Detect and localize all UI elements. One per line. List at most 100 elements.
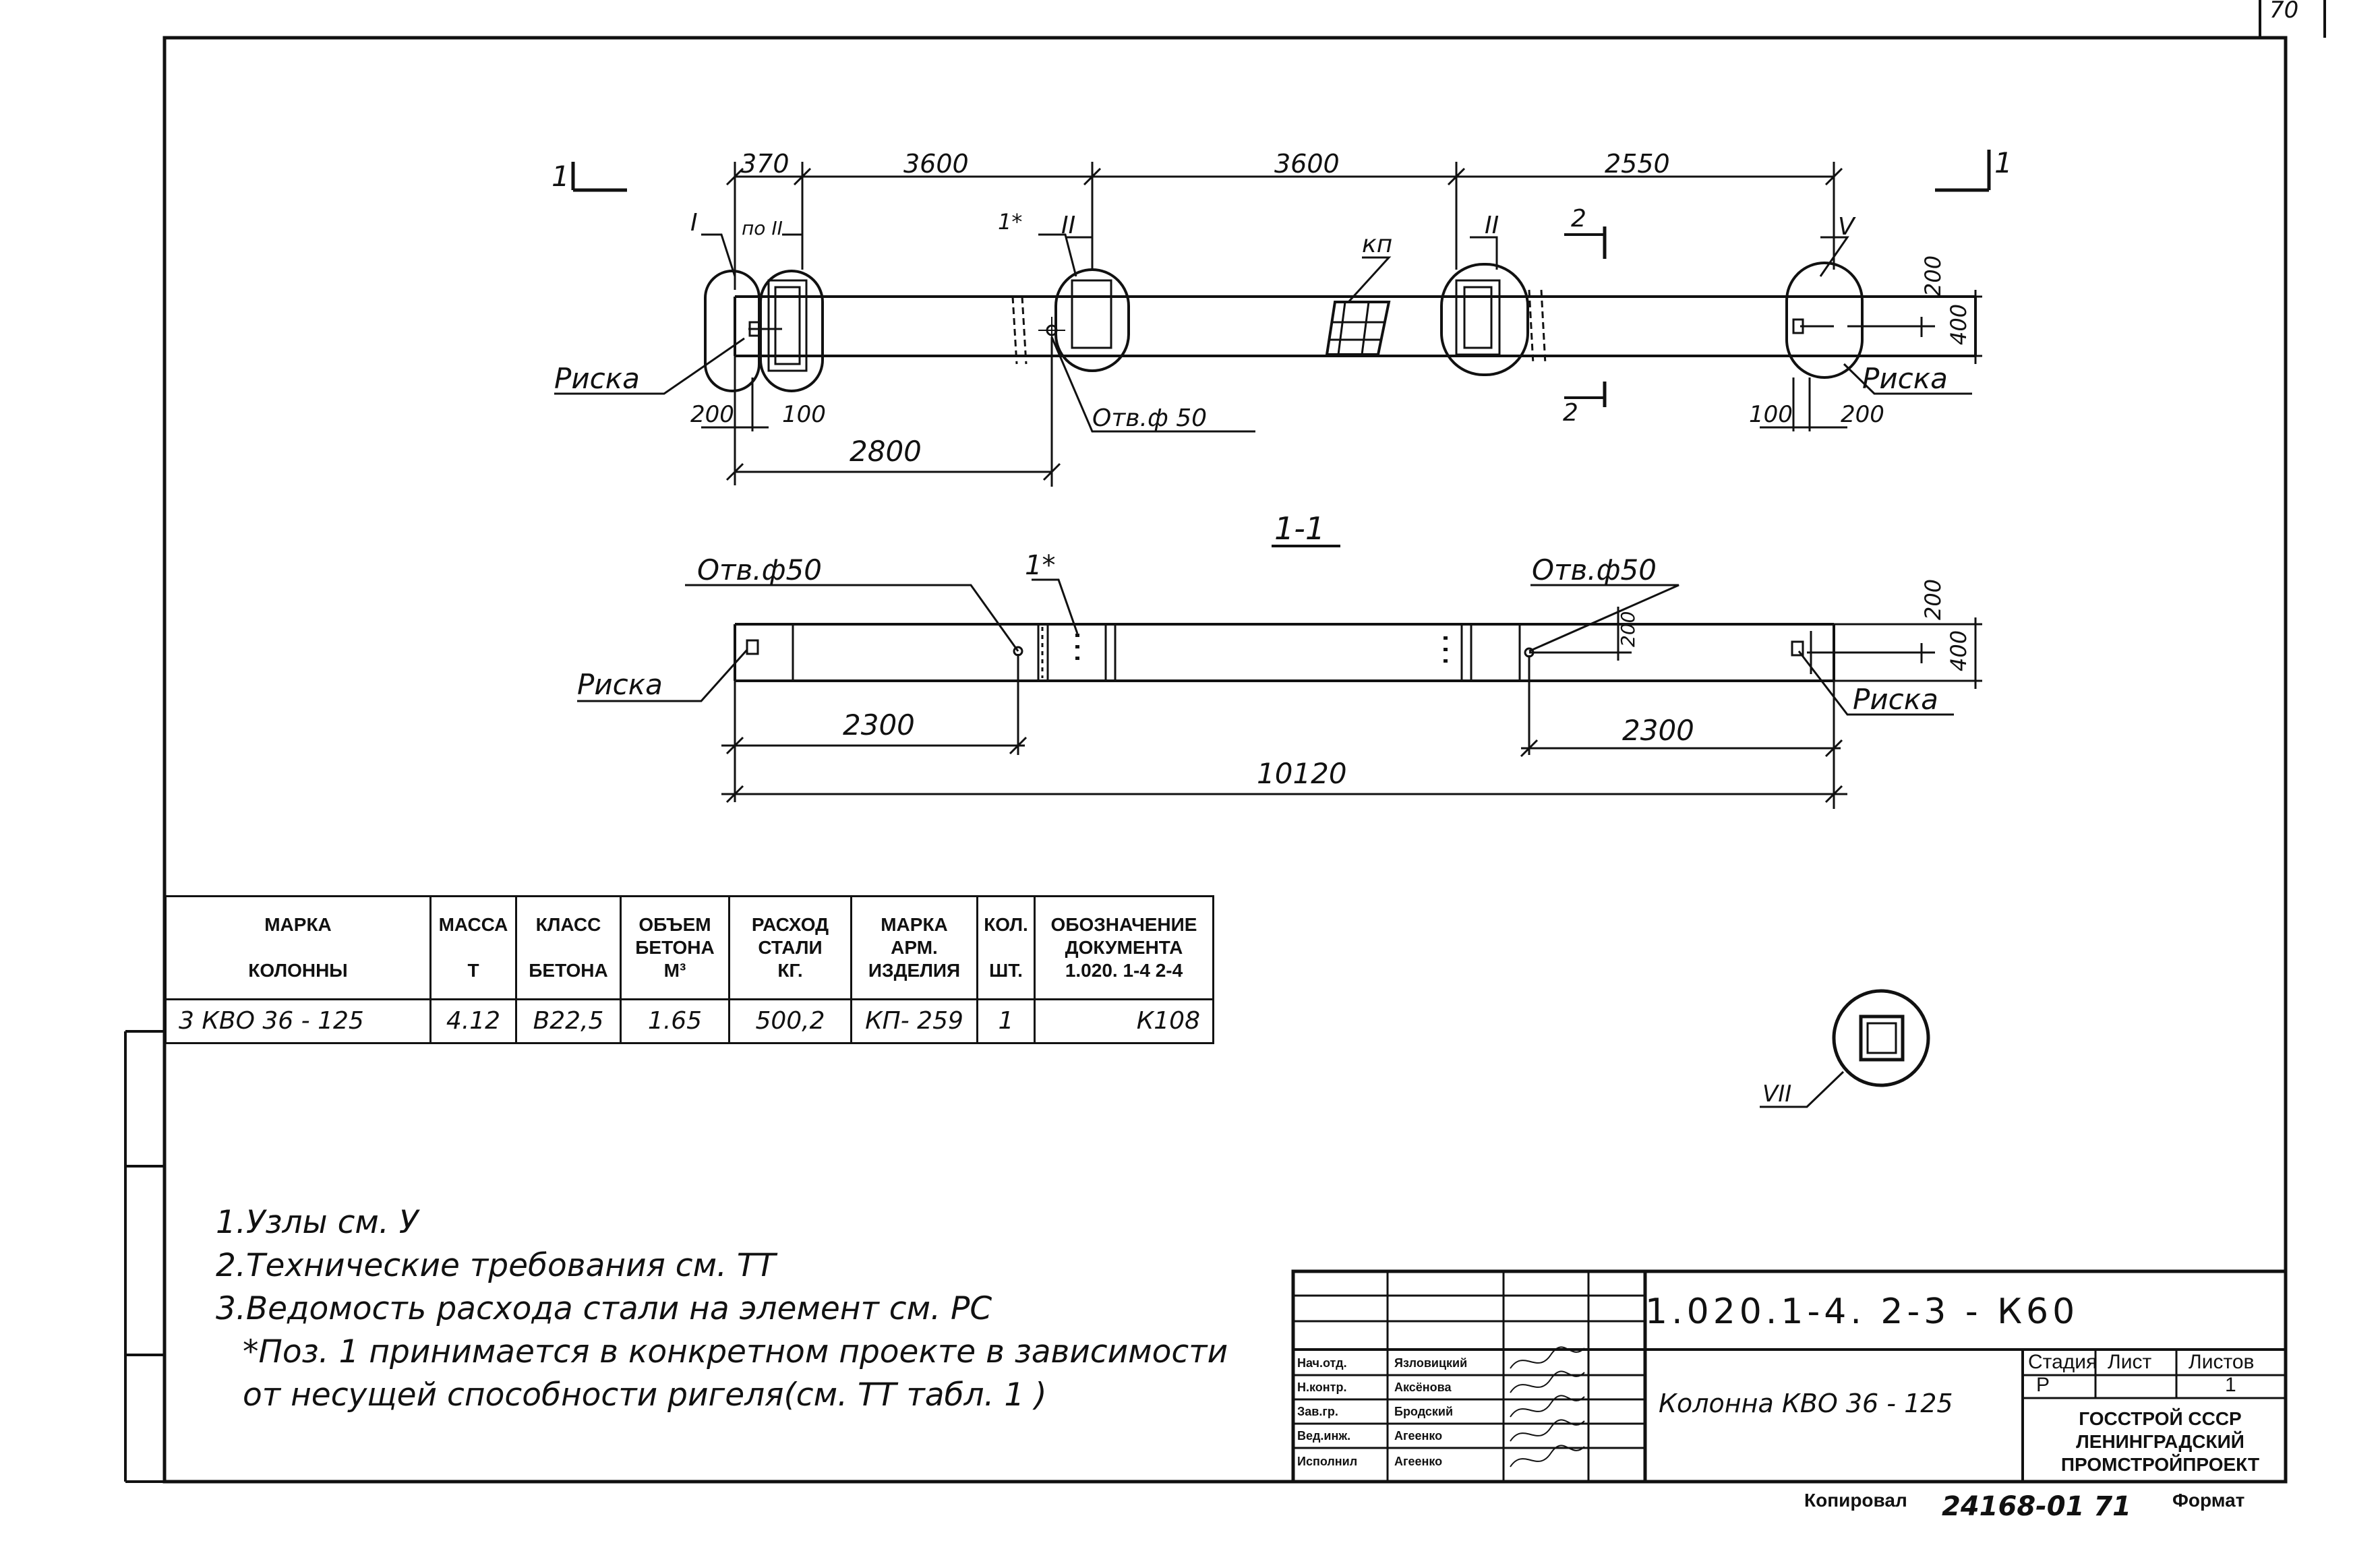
note-5: от несущей способности ригеля(см. ТТ таб… xyxy=(243,1376,1047,1414)
header-volume-l1: ОБЪЕМ xyxy=(638,914,711,935)
role-4: Вед.инж. xyxy=(1297,1429,1351,1443)
header-doc-l2: ДОКУМЕНТА xyxy=(1065,937,1183,958)
node-label-2a: II xyxy=(1061,212,1075,239)
org-line-3: ПРОМСТРОЙПРОЕКТ xyxy=(2060,1454,2260,1475)
organization: ГОССТРОЙ СССР ЛЕНИНГРАДСКИЙ ПРОМСТРОЙПРО… xyxy=(2031,1407,2290,1476)
dim-400-vert: 400 xyxy=(1946,304,1971,345)
header-doc-l3: 1.020. 1-4 2-4 xyxy=(1065,960,1183,981)
header-mass-l2: Т xyxy=(467,960,479,981)
name-4: Агеенко xyxy=(1394,1429,1443,1443)
cell-doc: К108 xyxy=(1034,998,1214,1044)
stage-value: Р xyxy=(2036,1374,2050,1396)
element-name: Колонна КВО 36 - 125 xyxy=(1659,1389,1953,1418)
note-3: 3.Ведомость расхода стали на элемент см.… xyxy=(216,1290,992,1327)
copied-label: Копировал xyxy=(1804,1490,1907,1511)
sheets-value: 1 xyxy=(2225,1374,2236,1396)
cell-mass: 4.12 xyxy=(429,998,517,1044)
cell-arm: КП- 259 xyxy=(850,998,978,1044)
header-qty-l1: КОЛ. xyxy=(984,914,1028,935)
header-mass-l1: МАССА xyxy=(438,914,508,935)
format-label: Формат xyxy=(2172,1490,2245,1511)
header-volume-l3: М³ xyxy=(663,960,686,981)
cell-class: В22,5 xyxy=(515,998,622,1044)
role-1: Нач.отд. xyxy=(1297,1356,1347,1370)
node-vii-circle xyxy=(1832,989,1930,1087)
header-qty: КОЛ. ШТ. xyxy=(976,895,1036,1000)
header-qty-l2: ШТ. xyxy=(989,960,1023,981)
dim-2550: 2550 xyxy=(1605,149,1670,179)
name-5: Агеенко xyxy=(1394,1455,1443,1468)
name-2: Аксёнова xyxy=(1394,1381,1452,1394)
node-label-po2: по II xyxy=(742,217,783,239)
header-steel-l3: КГ. xyxy=(777,960,803,981)
header-arm-l3: ИЗДЕЛИЯ xyxy=(868,960,961,981)
node-label-kp: кп xyxy=(1362,231,1392,258)
star-label-section: 1* xyxy=(1025,550,1055,581)
header-class-l2: БЕТОНА xyxy=(529,960,608,981)
org-line-1: ГОССТРОЙ СССР xyxy=(2079,1408,2242,1429)
role-5: Исполнил xyxy=(1297,1455,1358,1468)
section-2-top: 2 xyxy=(1571,205,1586,233)
order-number: 24168-01 71 xyxy=(1942,1491,2132,1522)
header-steel-l1: РАСХОД xyxy=(751,914,829,935)
dim-200-left: 200 xyxy=(690,401,734,428)
dim-100-right: 100 xyxy=(1749,401,1793,428)
dim-2300-right: 2300 xyxy=(1622,714,1694,747)
note-2: 2.Технические требования см. ТТ xyxy=(216,1247,776,1284)
note-4: *Поз. 1 принимается в конкретном проекте… xyxy=(243,1333,1228,1370)
dim-2800: 2800 xyxy=(850,435,922,468)
role-2: Н.контр. xyxy=(1297,1381,1347,1394)
note-1: 1.Узлы см. У xyxy=(216,1204,419,1241)
title-block xyxy=(1291,1269,2288,1484)
cell-volume: 1.65 xyxy=(620,998,730,1044)
cell-steel: 500,2 xyxy=(728,998,852,1044)
dim-10120: 10120 xyxy=(1257,757,1347,790)
riska-top-left: Риска xyxy=(554,362,640,395)
section-2-bottom: 2 xyxy=(1563,399,1578,427)
header-class-l1: КЛАСС xyxy=(535,914,601,935)
document-code: 1.020.1-4. 2-3 - К60 xyxy=(1645,1292,2079,1332)
dim-2300-left: 2300 xyxy=(843,708,915,741)
header-steel-l2: СТАЛИ xyxy=(758,937,823,958)
node-label-1: I xyxy=(690,209,698,237)
cell-qty: 1 xyxy=(976,998,1036,1044)
dim-200-sec-vert: 200 xyxy=(1920,579,1946,620)
node-label-2b: II xyxy=(1485,212,1499,239)
header-mark-l1: МАРКА xyxy=(264,914,332,935)
sheets-header: Листов xyxy=(2189,1351,2255,1373)
dim-200-mid: 200 xyxy=(1617,611,1639,647)
org-line-2: ЛЕНИНГРАДСКИЙ xyxy=(2076,1431,2244,1452)
sheet-header: Лист xyxy=(2108,1351,2152,1373)
dim-200-right: 200 xyxy=(1841,401,1884,428)
section-title: 1-1 xyxy=(1274,510,1325,547)
header-volume-l2: БЕТОНА xyxy=(635,937,715,958)
role-3: Зав.гр. xyxy=(1297,1405,1338,1418)
hole-sec-left: Отв.ф50 xyxy=(697,553,822,586)
table-row: 3 КВО 36 - 125 4.12 В22,5 1.65 500,2 КП-… xyxy=(165,998,1214,1044)
dim-100-left: 100 xyxy=(782,401,826,428)
dim-370: 370 xyxy=(740,149,790,179)
section-mark-left: 1 xyxy=(552,160,570,193)
header-doc-l1: ОБОЗНАЧЕНИЕ xyxy=(1050,914,1197,935)
name-1: Язловицкий xyxy=(1394,1356,1468,1370)
header-mark: МАРКА КОЛОННЫ xyxy=(165,895,432,1000)
riska-sec-left: Риска xyxy=(577,668,663,701)
notes-block: 1.Узлы см. У 2.Технические требования см… xyxy=(216,1201,1268,1417)
node-label-7: VII xyxy=(1762,1081,1791,1108)
dim-3600-b: 3600 xyxy=(1274,149,1340,179)
header-mark-l2: КОЛОННЫ xyxy=(248,960,348,981)
page-number: 70 xyxy=(2269,0,2298,24)
dim-400-sec-vert: 400 xyxy=(1946,630,1971,671)
hole-sec-right: Отв.ф50 xyxy=(1532,553,1657,586)
dim-200-vert: 200 xyxy=(1920,255,1946,297)
cell-mark: 3 КВО 36 - 125 xyxy=(165,998,432,1044)
node-label-1star: 1* xyxy=(998,209,1022,235)
stage-header: Стадия xyxy=(2028,1351,2098,1373)
node-oval-1 xyxy=(704,270,761,392)
section-mark-right: 1 xyxy=(1994,146,2013,179)
